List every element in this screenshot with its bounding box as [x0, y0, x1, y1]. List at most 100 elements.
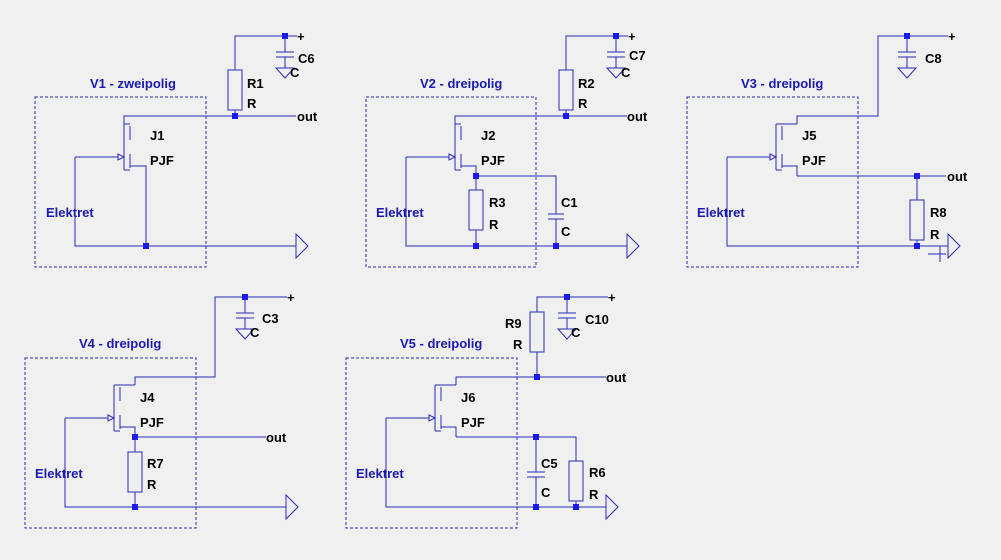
mic-label-v1: Elektret: [46, 205, 94, 220]
ground-wire-v2: [405, 157, 627, 247]
resistor-r3: [468, 189, 484, 231]
res-value-r9: R: [513, 337, 523, 352]
jfet-label-j6: J6: [461, 390, 475, 405]
jfet-j4: [65, 384, 136, 437]
mic-box-v3: [686, 96, 859, 268]
cap-value-c5: C: [541, 485, 551, 500]
res-label-r6: R6: [589, 465, 606, 480]
title-v3: V3 - dreipolig: [741, 76, 823, 91]
node-v2-gnd2: [553, 243, 559, 249]
circuit-v4: V4 - dreipolig + C3 C J4 PJF out R7 R El…: [24, 290, 299, 529]
mic-box-v4: [24, 357, 197, 529]
ground-wire-v5: [385, 418, 606, 508]
jfet-label-j2: J2: [481, 128, 495, 143]
circuit-v2: V2 - dreipolig + C7 C R2 R out J2 PJF C1…: [365, 29, 648, 268]
mic-label-v4: Elektret: [35, 466, 83, 481]
title-v2: V2 - dreipolig: [420, 76, 502, 91]
cap-value-c6: C: [290, 65, 300, 80]
cap-label-c5: C5: [541, 456, 558, 471]
circuit-v5: V5 - dreipolig + C10 C R9 R out J6 PJF C…: [345, 290, 627, 529]
resistor-r9: [529, 311, 545, 353]
jfet-label-j4: J4: [140, 390, 155, 405]
cap-value-c10: C: [571, 325, 581, 340]
capacitor-c3: [234, 297, 256, 340]
res-label-r8: R8: [930, 205, 947, 220]
res-value-r6: R: [589, 487, 599, 502]
cap-label-c7: C7: [629, 48, 646, 63]
capacitor-c7: [605, 36, 627, 79]
source-wire-v5: [456, 436, 577, 461]
res-value-r2: R: [578, 96, 588, 111]
jfet-j2: [406, 123, 477, 176]
ground-wire-v4: [64, 418, 286, 508]
supply-wire-v1: [234, 35, 297, 70]
cap-label-c1: C1: [561, 195, 578, 210]
mic-box-v1: [34, 96, 207, 268]
jfet-j1: [75, 123, 147, 246]
out-label-v4: out: [266, 430, 287, 445]
circuit-v1: V1 - zweipolig + C6 C R1 R out J1 PJF: [34, 29, 318, 268]
ground-symbol-v5: [605, 493, 619, 521]
resistor-r6: [568, 460, 584, 502]
node-v5-gnd2: [573, 504, 579, 510]
plus-v4: +: [287, 290, 295, 305]
resistor-r1: [227, 69, 243, 111]
resistor-r8: [909, 199, 925, 241]
capacitor-c6: [274, 36, 296, 79]
res-label-r2: R2: [578, 76, 595, 91]
res-label-r1: R1: [247, 76, 264, 91]
jfet-label-j5: J5: [802, 128, 816, 143]
title-v5: V5 - dreipolig: [400, 336, 482, 351]
ground-symbol-v3: [928, 232, 961, 262]
node-v5-out: [534, 374, 540, 380]
node-v5-gnd1: [533, 504, 539, 510]
supply-wire-v4: [134, 296, 287, 385]
node-v4-gnd: [132, 504, 138, 510]
res-value-r7: R: [147, 477, 157, 492]
node-v3-gnd: [914, 243, 920, 249]
capacitor-c5: [527, 437, 545, 507]
ground-wire-v3: [726, 157, 948, 247]
cap-label-c10: C10: [585, 312, 609, 327]
res-value-r3: R: [489, 217, 499, 232]
node-v1-gnd: [143, 243, 149, 249]
ground-symbol-v2: [626, 232, 640, 260]
res-label-r9: R9: [505, 316, 522, 331]
jfet-model-j4: PJF: [140, 415, 164, 430]
mic-label-v3: Elektret: [697, 205, 745, 220]
ground-symbol-v1: [295, 232, 309, 260]
cap-value-c7: C: [621, 65, 631, 80]
node-v1-out: [232, 113, 238, 119]
mic-label-v5: Elektret: [356, 466, 404, 481]
res-label-r7: R7: [147, 456, 164, 471]
out-label-v5: out: [606, 370, 627, 385]
jfet-model-j5: PJF: [802, 153, 826, 168]
jfet-model-j1: PJF: [150, 153, 174, 168]
out-wire-v1: [123, 115, 296, 124]
mic-box-v5: [345, 357, 518, 529]
ground-wire-v1: [74, 157, 296, 247]
mic-box-v2: [365, 96, 537, 268]
jfet-model-j2: PJF: [481, 153, 505, 168]
resistor-r7: [127, 451, 143, 493]
plus-v1: +: [297, 29, 305, 44]
supply-wire-v5: [536, 296, 608, 312]
res-value-r8: R: [930, 227, 940, 242]
res-value-r1: R: [247, 96, 257, 111]
resistor-r2: [558, 69, 574, 111]
plus-v3: +: [948, 29, 956, 44]
out-label-v3: out: [947, 169, 968, 184]
cap-value-c3: C: [250, 325, 260, 340]
title-v4: V4 - dreipolig: [79, 336, 161, 351]
plus-v5: +: [608, 290, 616, 305]
circuit-v3: V3 - dreipolig + C8 J5 PJF out R8 R Elek…: [686, 29, 968, 268]
cap-label-c8: C8: [925, 51, 942, 66]
supply-wire-v2: [565, 35, 628, 70]
title-v1: V1 - zweipolig: [90, 76, 176, 91]
out-label-v2: out: [627, 109, 648, 124]
res-label-r3: R3: [489, 195, 506, 210]
plus-v2: +: [628, 29, 636, 44]
jfet-j6: [386, 384, 457, 437]
out-label-v1: out: [297, 109, 318, 124]
